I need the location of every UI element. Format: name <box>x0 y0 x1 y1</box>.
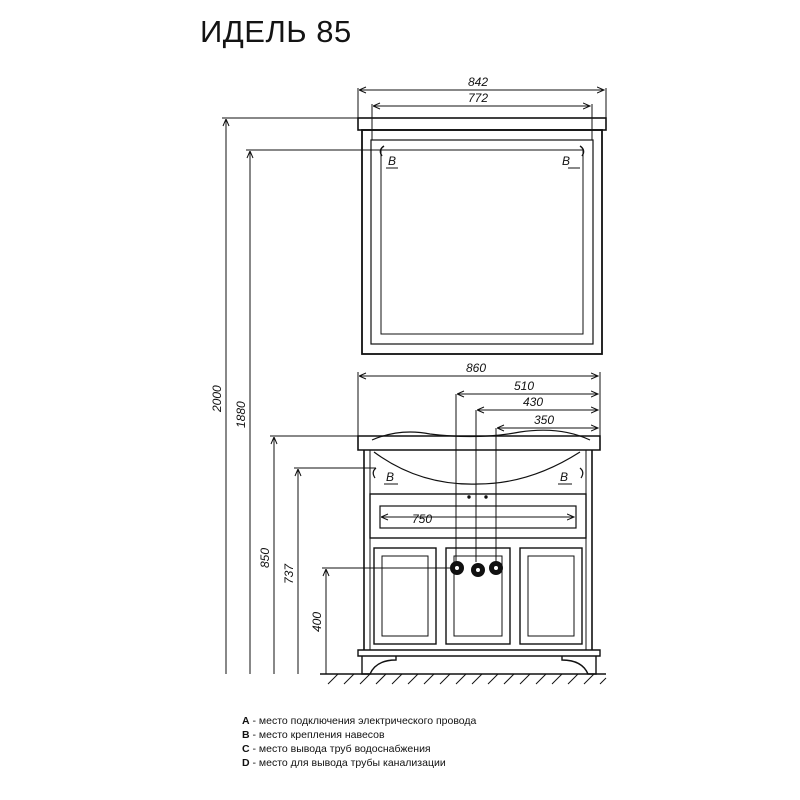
legend-item-a: A - место подключения электрического про… <box>242 715 477 727</box>
vertical-dims <box>222 117 606 675</box>
mirror <box>357 117 607 355</box>
drawer-front <box>369 493 587 539</box>
vanity-width-dims <box>357 372 601 562</box>
dim-body-height: 737 <box>282 563 296 584</box>
vanity-right-hook <box>579 467 584 479</box>
drawer-panel <box>379 505 577 529</box>
vanity-countertop <box>357 435 601 451</box>
legend-item-c: C - место вывода труб водоснабжения <box>242 743 431 755</box>
marker-b-mirror-left: B <box>388 154 396 168</box>
floor-hatch <box>327 673 607 685</box>
mirror-top-cornice <box>357 117 607 131</box>
dim-mirror-mount-height: 1880 <box>234 401 248 428</box>
dim-countertop-height: 850 <box>258 548 272 568</box>
marker-b-vanity-left: B <box>386 470 394 484</box>
vanity <box>357 429 601 675</box>
legend: A - место подключения электрического про… <box>242 714 476 770</box>
dim-drain-height: 400 <box>310 612 324 632</box>
leg-right <box>561 656 597 675</box>
vanity-plinth <box>357 649 601 657</box>
mirror-left-hook <box>379 145 385 157</box>
dim-offset-510: 510 <box>514 379 534 393</box>
leg-left <box>361 656 397 675</box>
door-right <box>519 547 583 645</box>
door-middle <box>445 547 511 645</box>
door-left <box>373 547 437 645</box>
vanity-left-hook <box>372 467 377 479</box>
basin-curve <box>373 451 581 485</box>
pipe-outlets <box>450 495 503 577</box>
mirror-glass <box>380 149 584 335</box>
dim-drawer-width: 750 <box>412 512 432 526</box>
mirror-width-dims <box>357 88 607 140</box>
basin-bowl <box>371 429 591 441</box>
dim-offset-430: 430 <box>523 395 543 409</box>
dim-offset-350: 350 <box>534 413 554 427</box>
dim-mirror-inner-width: 772 <box>468 91 488 105</box>
legend-item-b: B - место крепления навесов <box>242 729 385 741</box>
drawing-title: ИДЕЛЬ 85 <box>200 14 352 49</box>
mirror-right-hook <box>579 145 585 157</box>
marker-b-vanity-right: B <box>560 470 568 484</box>
legend-item-d: D - место для вывода трубы канализации <box>242 757 446 769</box>
dim-vanity-width: 860 <box>466 361 486 375</box>
dim-total-height: 2000 <box>210 385 224 413</box>
marker-b-mirror-right: B <box>562 154 570 168</box>
mirror-frame-outer <box>361 129 603 355</box>
mirror-frame-inner <box>370 139 594 345</box>
dim-mirror-outer-width: 842 <box>468 75 488 89</box>
